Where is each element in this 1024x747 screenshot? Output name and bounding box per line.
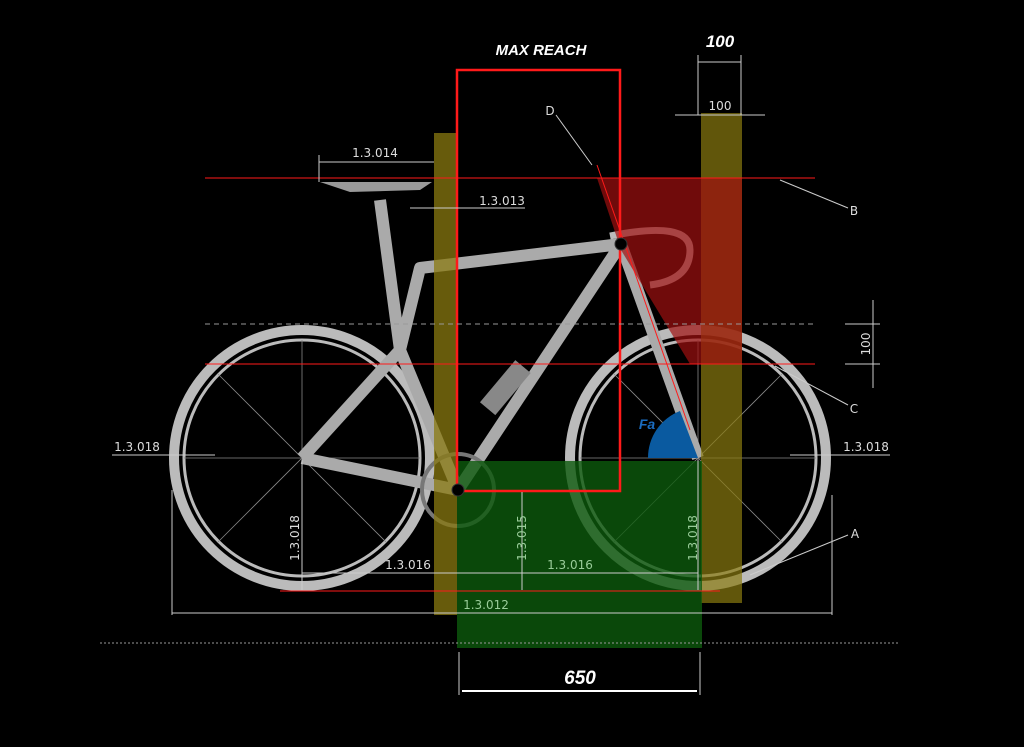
rule-saddle-length: 1.3.014	[352, 146, 398, 160]
rule-rear-centre: 1.3.016	[385, 558, 431, 572]
rule-bb-drop: 1.3.015	[515, 515, 529, 561]
bottom-bracket-point	[451, 483, 465, 497]
saddle-setback-zone	[434, 133, 457, 615]
dimension-lines	[112, 55, 890, 695]
callout-d: D	[545, 104, 554, 118]
rule-wheel-left: 1.3.018	[114, 440, 160, 454]
handlebar-zone	[597, 178, 742, 364]
rule-saddle-setback: 1.3.013	[479, 194, 525, 208]
rule-wheel-rear-vertical: 1.3.018	[288, 515, 302, 561]
rule-front-centre: 1.3.016	[547, 558, 593, 572]
callout-c: C	[850, 402, 858, 416]
rule-wheel-front-vertical: 1.3.018	[686, 515, 700, 561]
max-reach-box	[455, 68, 622, 493]
vertical-dimension: 100	[859, 333, 873, 356]
top-dimension: 100	[706, 32, 735, 51]
head-point	[614, 237, 628, 251]
angle-label: Fa	[639, 416, 656, 432]
fork-angle-sector	[647, 411, 698, 458]
rule-wheel-right: 1.3.018	[843, 440, 889, 454]
callout-a: A	[851, 527, 860, 541]
fork-line	[596, 164, 691, 431]
bottom-dimension: 650	[564, 668, 596, 689]
rule-wheelbase: 1.3.012	[463, 598, 509, 612]
crank-front-zone	[457, 461, 702, 648]
max-reach-title: MAX REACH	[496, 42, 588, 59]
band-dimension: 100	[709, 99, 732, 113]
callout-b: B	[850, 204, 858, 218]
